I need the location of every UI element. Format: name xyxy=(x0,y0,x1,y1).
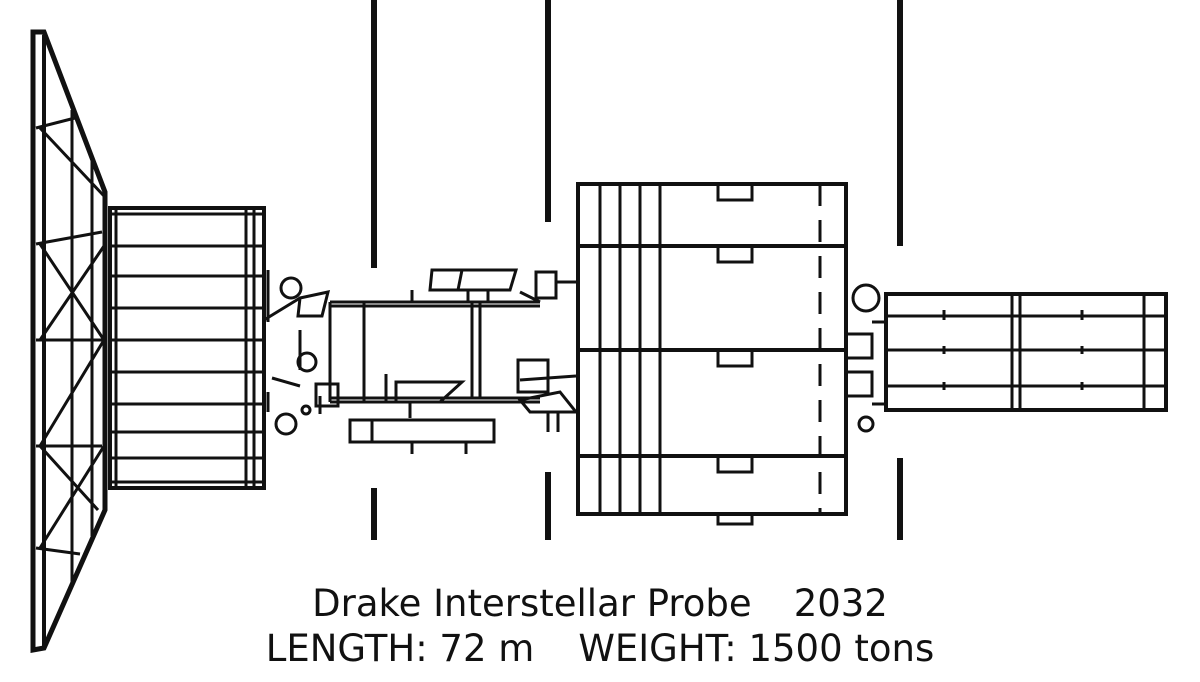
mid-section-modules xyxy=(348,268,580,454)
probe-length: LENGTH: 72 m xyxy=(265,627,535,670)
probe-name: Drake Interstellar Probe xyxy=(312,582,752,625)
caption-title-line: Drake Interstellar Probe 2032 xyxy=(0,582,1200,626)
guide-lines xyxy=(371,0,903,540)
main-body xyxy=(576,182,848,526)
fuel-tank-stack xyxy=(108,206,266,490)
engine-section xyxy=(844,283,1168,433)
probe-year: 2032 xyxy=(793,582,888,625)
left-connector-assembly xyxy=(263,270,540,436)
probe-weight: WEIGHT: 1500 tons xyxy=(578,627,935,670)
shield-panel xyxy=(30,29,108,653)
caption-specs-line: LENGTH: 72 m WEIGHT: 1500 tons xyxy=(0,627,1200,671)
